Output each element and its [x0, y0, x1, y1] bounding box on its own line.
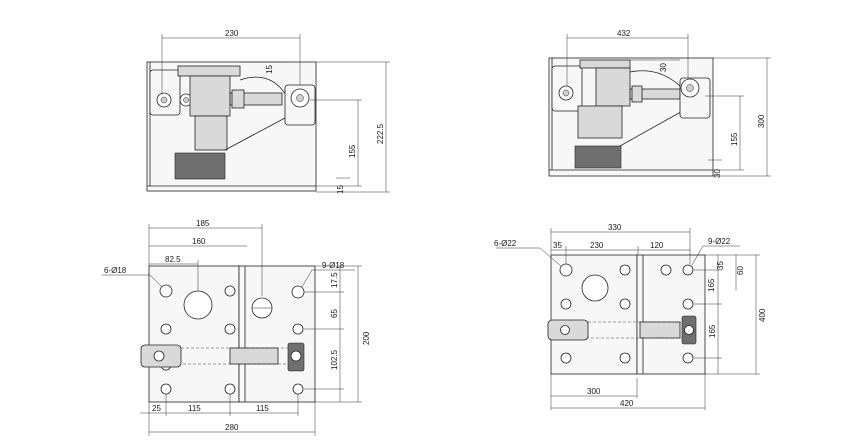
top-plate	[579, 59, 631, 69]
load-cell-lower	[577, 105, 623, 139]
load-cell-circle-icon	[581, 274, 609, 302]
dim-165-a: 165	[707, 278, 716, 292]
dim-185: 185	[196, 219, 210, 228]
dim-200: 200	[362, 331, 371, 345]
dim-300: 300	[587, 387, 601, 396]
dim-17-5: 17.5	[330, 272, 339, 288]
dim-top-gap: 15	[265, 65, 274, 74]
bolt-hole-icon	[560, 298, 572, 310]
hole-callout-left: 6-Ø18	[104, 266, 127, 275]
load-cell-lower	[194, 115, 228, 151]
dim-bottom-gap: 15	[336, 185, 345, 194]
dim-top-gap: 30	[659, 63, 668, 72]
load-cell-body	[189, 75, 231, 117]
bolt-hole-icon	[224, 285, 236, 297]
dim-height: 155	[730, 132, 739, 146]
hole-callout-right: 9-Ø18	[322, 261, 345, 270]
bolt-hole-icon	[619, 352, 631, 364]
bolt-hole-icon	[682, 352, 694, 364]
dim-165-b: 165	[708, 324, 717, 338]
dim-65: 65	[330, 309, 339, 318]
bolt-hole-icon	[660, 264, 672, 276]
dim-120: 120	[650, 241, 664, 250]
large-plan-view: 330 35 230 120 6-Ø22 9-Ø22 165 35 60 165…	[494, 223, 767, 410]
bolt-hole-icon	[224, 323, 236, 335]
dim-115-a: 115	[188, 404, 201, 413]
dim-115-b: 115	[256, 404, 269, 413]
tie-rod	[229, 347, 279, 365]
dim-400: 400	[758, 308, 767, 322]
left-bracket	[149, 69, 181, 116]
dim-160: 160	[192, 237, 206, 246]
small-side-elevation: 230 15 155 222.5 15	[146, 29, 390, 194]
rubber-pad	[174, 152, 226, 180]
dim-overall-height: 300	[757, 114, 766, 128]
bolt-hole-icon	[291, 285, 305, 299]
bolt-hole-icon	[559, 263, 573, 277]
dim-35-right: 35	[716, 261, 725, 270]
load-cell-body	[595, 67, 631, 107]
bolt-hole-icon	[292, 383, 304, 395]
rubber-pad	[574, 145, 622, 169]
top-plate	[177, 65, 241, 77]
bolt-hole-icon	[159, 284, 173, 298]
tie-rod	[639, 321, 681, 339]
dim-82-5: 82.5	[165, 255, 181, 264]
dim-330: 330	[608, 223, 622, 232]
hole-callout-left: 6-Ø22	[494, 239, 517, 248]
dim-bottom-gap: 30	[713, 169, 722, 178]
dim-height: 155	[348, 144, 357, 158]
right-base-plate	[636, 254, 706, 375]
bolt-hole-icon	[619, 264, 631, 276]
bolt-hole-icon	[682, 298, 694, 310]
dim-420: 420	[620, 399, 634, 408]
bolt-hole-icon	[560, 352, 572, 364]
bolt-hole-icon	[160, 323, 172, 335]
load-cell-circle-icon	[183, 290, 213, 320]
dim-60: 60	[736, 266, 745, 275]
dim-top-width: 230	[225, 29, 239, 38]
hole-callout-right: 9-Ø22	[708, 237, 731, 246]
dim-overall-height: 222.5	[376, 123, 385, 144]
dim-top-width: 432	[617, 29, 631, 38]
rod-nut	[231, 89, 245, 109]
large-side-elevation: 432 30 155 300 30	[548, 29, 771, 178]
bolt-hole-icon	[682, 264, 694, 276]
bolt-hole-icon	[292, 323, 304, 335]
bolt-hole-icon	[619, 298, 631, 310]
dim-25: 25	[152, 404, 161, 413]
dim-35: 35	[553, 241, 562, 250]
small-plan-view: 185 160 82.5 6-Ø18 9-Ø18 17.5 65 102.5 2…	[102, 219, 371, 436]
bolt-hole-icon	[224, 383, 236, 395]
bolt-hole-icon	[160, 383, 172, 395]
right-base-plate	[238, 265, 316, 403]
dim-102-5: 102.5	[330, 349, 339, 370]
dim-230: 230	[590, 241, 604, 250]
dim-280: 280	[225, 423, 239, 432]
rod-nut	[631, 85, 643, 103]
